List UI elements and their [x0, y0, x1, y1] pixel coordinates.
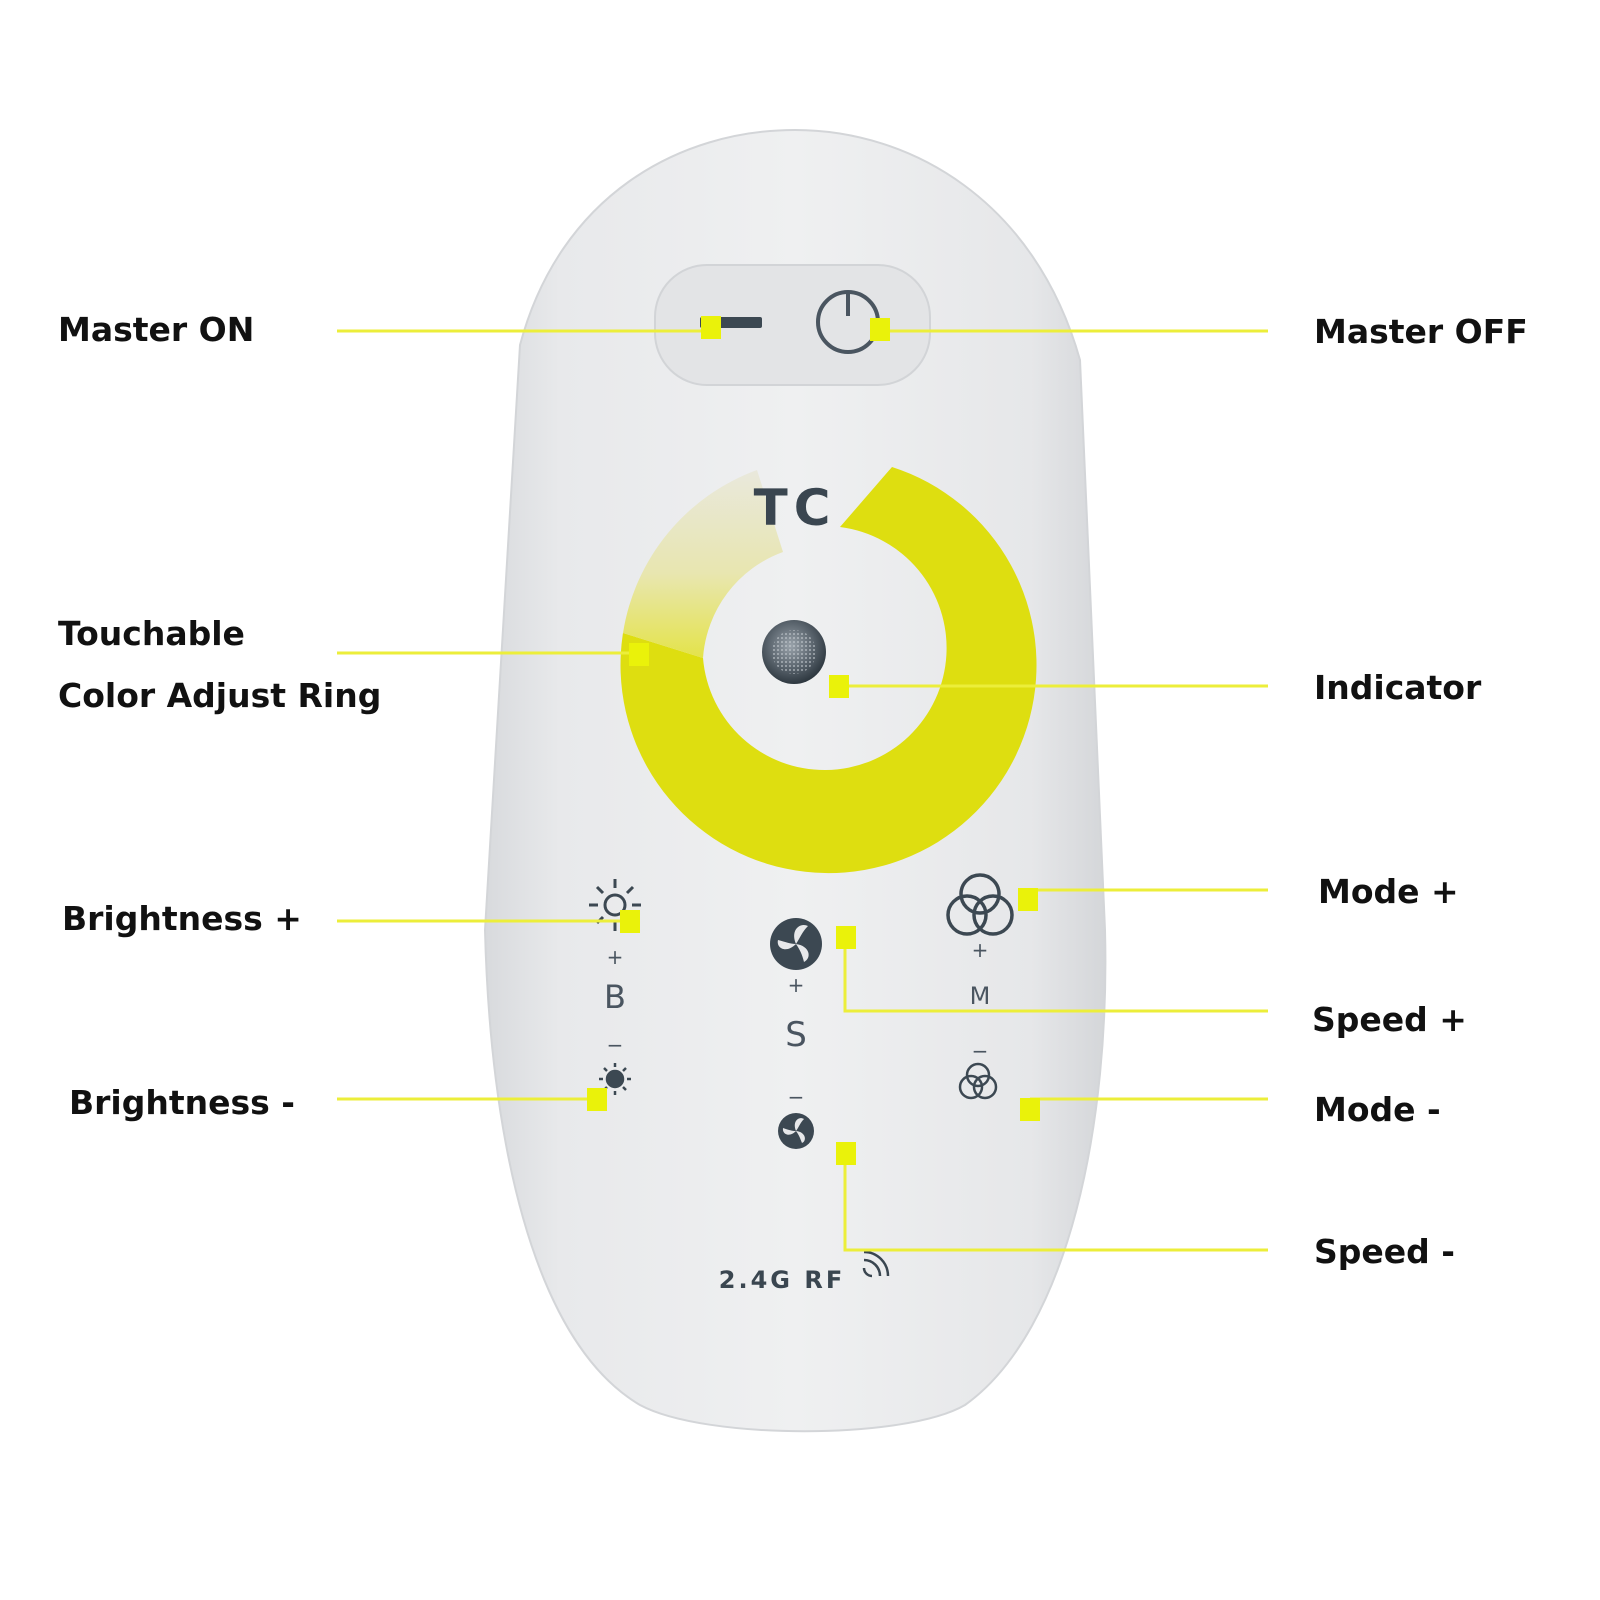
- marker-speed-plus: [836, 926, 856, 949]
- color-ring-warm-segment[interactable]: [623, 470, 783, 658]
- label-mode-minus: Mode -: [1314, 1090, 1441, 1129]
- label-brightness-plus: Brightness +: [62, 899, 302, 938]
- indicator-light: [762, 620, 826, 684]
- marker-brightness-plus: [620, 910, 640, 933]
- sun-dim-icon[interactable]: [599, 1063, 631, 1095]
- mode-letter: M: [970, 982, 991, 1010]
- callout-lines: [337, 329, 1268, 1252]
- mode-rings-large-icon[interactable]: [946, 873, 1014, 936]
- label-speed-minus: Speed -: [1314, 1232, 1455, 1271]
- marker-ring: [629, 643, 649, 666]
- marker-mode-plus: [1018, 888, 1038, 911]
- brightness-letter: B: [604, 978, 626, 1016]
- callout-line-speed-plus: [843, 938, 1268, 1013]
- label-master-on: Master ON: [58, 310, 255, 349]
- brightness-minus-sign: −: [607, 1033, 624, 1057]
- mode-rings-small-icon[interactable]: [958, 1062, 998, 1100]
- label-ring-line2: Color Adjust Ring: [58, 676, 382, 715]
- marker-mode-minus: [1020, 1098, 1040, 1121]
- brand-mark: TC: [754, 479, 837, 537]
- fan-speed-down-icon[interactable]: [778, 1113, 814, 1149]
- marker-speed-minus: [836, 1142, 856, 1165]
- mode-minus-sign: −: [972, 1039, 989, 1063]
- label-speed-plus: Speed +: [1312, 1000, 1467, 1039]
- label-indicator: Indicator: [1314, 668, 1482, 707]
- speed-letter: S: [785, 1015, 807, 1055]
- callout-markers: [587, 316, 1040, 1165]
- brightness-plus-sign: +: [607, 945, 624, 969]
- callout-line-speed-minus: [843, 1152, 1268, 1252]
- label-master-off: Master OFF: [1314, 312, 1528, 351]
- label-mode-plus: Mode +: [1318, 872, 1459, 911]
- wireless-signal-icon: [862, 1250, 890, 1278]
- label-brightness-minus: Brightness -: [69, 1083, 295, 1122]
- marker-master-off: [870, 318, 890, 341]
- color-ring-yellow-segment[interactable]: [620, 467, 1037, 874]
- mode-plus-sign: +: [972, 938, 989, 962]
- fan-speed-up-icon[interactable]: [770, 918, 822, 970]
- speed-minus-sign: −: [788, 1085, 805, 1109]
- speed-plus-sign: +: [788, 973, 805, 997]
- marker-master-on: [701, 316, 721, 339]
- rf-text: 2.4G RF: [719, 1266, 845, 1294]
- label-ring-line1: Touchable: [58, 614, 245, 653]
- marker-brightness-minus: [587, 1088, 607, 1111]
- marker-indicator: [829, 675, 849, 698]
